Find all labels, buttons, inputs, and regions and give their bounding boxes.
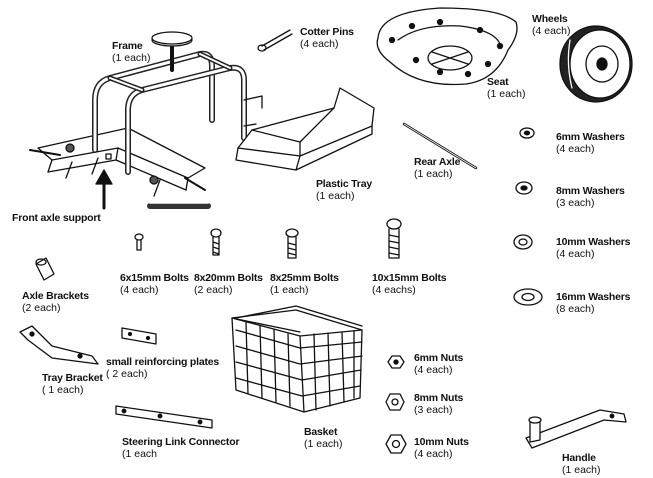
reinforcing-plates-name: small reinforcing plates (106, 356, 220, 368)
washers-6mm-qty: (4 each) (556, 143, 595, 155)
front-axle-support-name: Front axle support (12, 212, 101, 224)
washers-illustration (514, 128, 542, 305)
steering-link-illustration (116, 406, 212, 428)
rear-axle-qty: (1 each) (414, 168, 453, 180)
cotter-pins-name: Cotter Pins (300, 26, 354, 38)
bolts-8x20-name: 8x20mm Bolts (194, 272, 263, 284)
label-rear-axle: Rear Axle (1 each) (414, 156, 460, 180)
handle-illustration (526, 410, 626, 448)
reinforcing-plate-illustration (122, 328, 156, 344)
label-reinforcing-plates: small reinforcing plates ( 2 each) (106, 356, 219, 380)
label-basket: Basket (1 each) (304, 426, 343, 450)
label-nuts-8mm: 8mm Nuts (3 each) (414, 392, 463, 416)
washers-10mm-qty: (4 each) (556, 248, 595, 260)
bolts-10x15-name: 10x15mm Bolts (372, 272, 447, 284)
label-bolts-8x25: 8x25mm Bolts (1 each) (270, 272, 339, 296)
bolts-10x15-qty: (4 eachs) (372, 284, 416, 296)
label-axle-brackets: Axle Brackets (2 each) (22, 290, 89, 314)
bolts-6x15-qty: (4 each) (120, 284, 159, 296)
frame-illustration (30, 32, 262, 206)
rear-axle-name: Rear Axle (414, 156, 461, 168)
label-frame: Frame (1 each) (112, 40, 151, 64)
bolts-8x25-qty: (1 each) (270, 284, 309, 296)
tray-bracket-name: Tray Bracket (42, 372, 103, 384)
tray-bracket-qty: ( 1 each) (42, 384, 84, 396)
plastic-tray-qty: (1 each) (316, 190, 355, 202)
nuts-illustration (386, 356, 406, 453)
frame-name: Frame (112, 40, 143, 52)
nuts-6mm-name: 6mm Nuts (414, 352, 464, 364)
bolts-illustration (135, 219, 401, 258)
washers-6mm-name: 6mm Washers (556, 131, 625, 143)
washers-8mm-qty: (3 each) (556, 197, 595, 209)
wheels-qty: (4 each) (532, 25, 571, 37)
label-handle: Handle (1 each) (562, 452, 601, 476)
steering-link-name: Steering Link Connector (122, 436, 240, 448)
label-washers-8mm: 8mm Washers (3 each) (556, 185, 625, 209)
basket-illustration (232, 306, 362, 412)
washers-16mm-qty: (8 each) (556, 303, 595, 315)
label-nuts-10mm: 10mm Nuts (4 each) (414, 436, 469, 460)
washers-8mm-name: 8mm Washers (556, 185, 625, 197)
reinforcing-plates-qty: ( 2 each) (106, 368, 148, 380)
washers-16mm-name: 16mm Washers (556, 291, 631, 303)
label-nuts-6mm: 6mm Nuts (4 each) (414, 352, 463, 376)
label-bolts-6x15: 6x15mm Bolts (4 each) (120, 272, 189, 296)
basket-qty: (1 each) (304, 438, 343, 450)
plastic-tray-name: Plastic Tray (316, 178, 372, 190)
plastic-tray-illustration (236, 88, 374, 170)
front-axle-support-arrow (96, 170, 112, 208)
rear-axle-illustration (404, 124, 476, 168)
bolts-8x25-name: 8x25mm Bolts (270, 272, 339, 284)
label-tray-bracket: Tray Bracket ( 1 each) (42, 372, 103, 396)
label-plastic-tray: Plastic Tray (1 each) (316, 178, 372, 202)
wheels-name: Wheels (532, 13, 568, 25)
tray-bracket-illustration (20, 326, 98, 364)
handle-qty: (1 each) (562, 464, 601, 476)
label-washers-16mm: 16mm Washers (8 each) (556, 291, 630, 315)
nuts-10mm-name: 10mm Nuts (414, 436, 469, 448)
label-steering-link: Steering Link Connector (1 each (122, 436, 240, 460)
frame-qty: (1 each) (112, 52, 151, 64)
bolts-6x15-name: 6x15mm Bolts (120, 272, 189, 284)
label-cotter-pins: Cotter Pins (4 each) (300, 26, 354, 50)
axle-bracket-illustration (36, 258, 54, 280)
label-front-axle-support: Front axle support (12, 212, 101, 224)
axle-brackets-qty: (2 each) (22, 302, 61, 314)
cotter-pins-qty: (4 each) (300, 38, 339, 50)
steering-link-qty: (1 each (122, 448, 158, 460)
label-bolts-10x15: 10x15mm Bolts (4 eachs) (372, 272, 447, 296)
axle-brackets-name: Axle Brackets (22, 290, 89, 302)
nuts-10mm-qty: (4 each) (414, 448, 453, 460)
seat-name: Seat (487, 76, 509, 88)
label-washers-10mm: 10mm Washers (4 each) (556, 236, 630, 260)
seat-qty: (1 each) (487, 88, 526, 100)
handle-name: Handle (562, 452, 596, 464)
nuts-8mm-name: 8mm Nuts (414, 392, 464, 404)
seat-illustration (377, 8, 517, 85)
cotter-pin-illustration (258, 30, 292, 51)
label-bolts-8x20: 8x20mm Bolts (2 each) (194, 272, 263, 296)
bolts-8x20-qty: (2 each) (194, 284, 233, 296)
nuts-6mm-qty: (4 each) (414, 364, 453, 376)
nuts-8mm-qty: (3 each) (414, 404, 453, 416)
washers-10mm-name: 10mm Washers (556, 236, 631, 248)
wheel-illustration (560, 26, 632, 102)
label-washers-6mm: 6mm Washers (4 each) (556, 131, 625, 155)
label-wheels: Wheels (4 each) (532, 13, 571, 37)
label-seat: Seat (1 each) (487, 76, 526, 100)
basket-name: Basket (304, 426, 338, 438)
